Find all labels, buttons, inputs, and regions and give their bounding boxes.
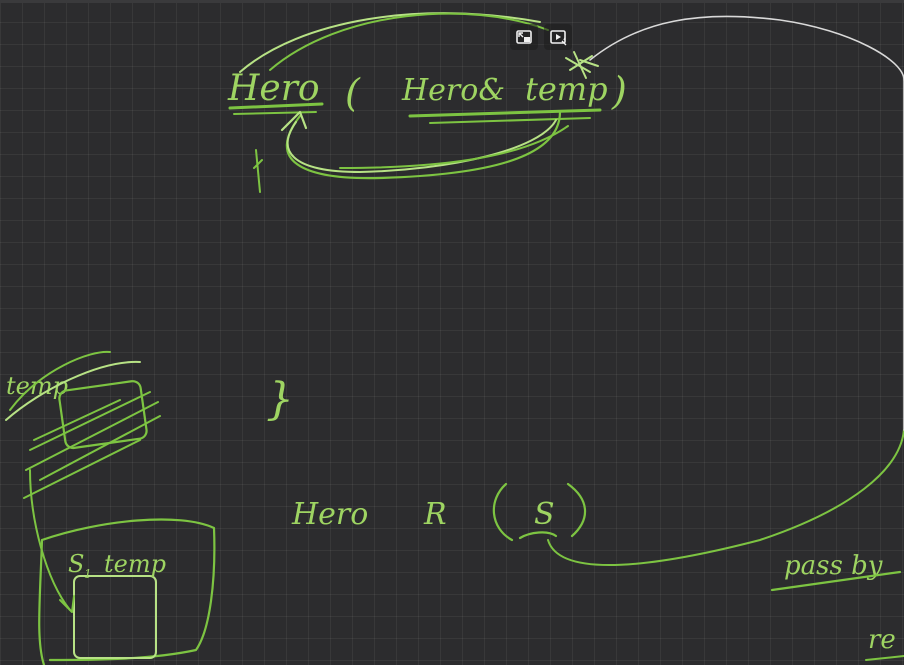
left-scribble-2 [5,360,141,421]
call-arg-text: S [534,497,555,532]
autoplay-icon [550,30,567,46]
left-down-arrowhead [59,595,75,613]
closing-brace-text: } [266,374,294,425]
call-arg-underline [518,531,558,540]
picture-in-picture-icon [516,30,532,44]
open-paren-text: ( [345,71,361,115]
outer-scope-box [38,518,216,665]
call-type-text: Hero [291,497,368,532]
param-type-text: Hero& [401,73,505,108]
s1-subscript: 1 [84,567,92,581]
top-arc-2 [269,12,549,71]
temp-scribble [565,51,599,79]
call-var-text: R [423,497,447,532]
pass-by-underline [770,570,902,592]
param-underline-1 [408,108,602,118]
re-underline [865,655,904,661]
loop-arrow-1 [285,110,562,180]
hero-func-text: Hero [227,68,320,109]
s1-label: S [68,550,84,578]
loop-arrow-2 [286,119,557,173]
param-name-text: temp [525,70,608,108]
s-to-arc-arrow [547,429,904,567]
left-down-arrow [29,469,71,611]
loop-arrow-3 [339,125,569,169]
inner-s1-box [73,575,157,659]
box-hatch-lines [23,391,161,499]
top-arc-1 [239,12,541,73]
call-close-paren [566,482,587,538]
small-h-mark [253,149,263,193]
call-open-paren [492,482,514,542]
top-edge [0,0,904,3]
big-right-arc [589,15,904,81]
autoplay-button[interactable] [544,24,572,50]
param-underline-2 [429,117,591,124]
player-controls [510,24,572,50]
re-text: re [868,625,896,655]
hero-underline-2 [233,111,317,115]
left-scribble-1 [9,350,111,411]
s1-temp-label: temp [104,550,166,578]
picture-in-picture-button[interactable] [510,24,538,50]
hero-underline-1 [228,102,324,110]
close-paren-text: ) [611,69,627,113]
loop-arrowhead [280,110,308,132]
